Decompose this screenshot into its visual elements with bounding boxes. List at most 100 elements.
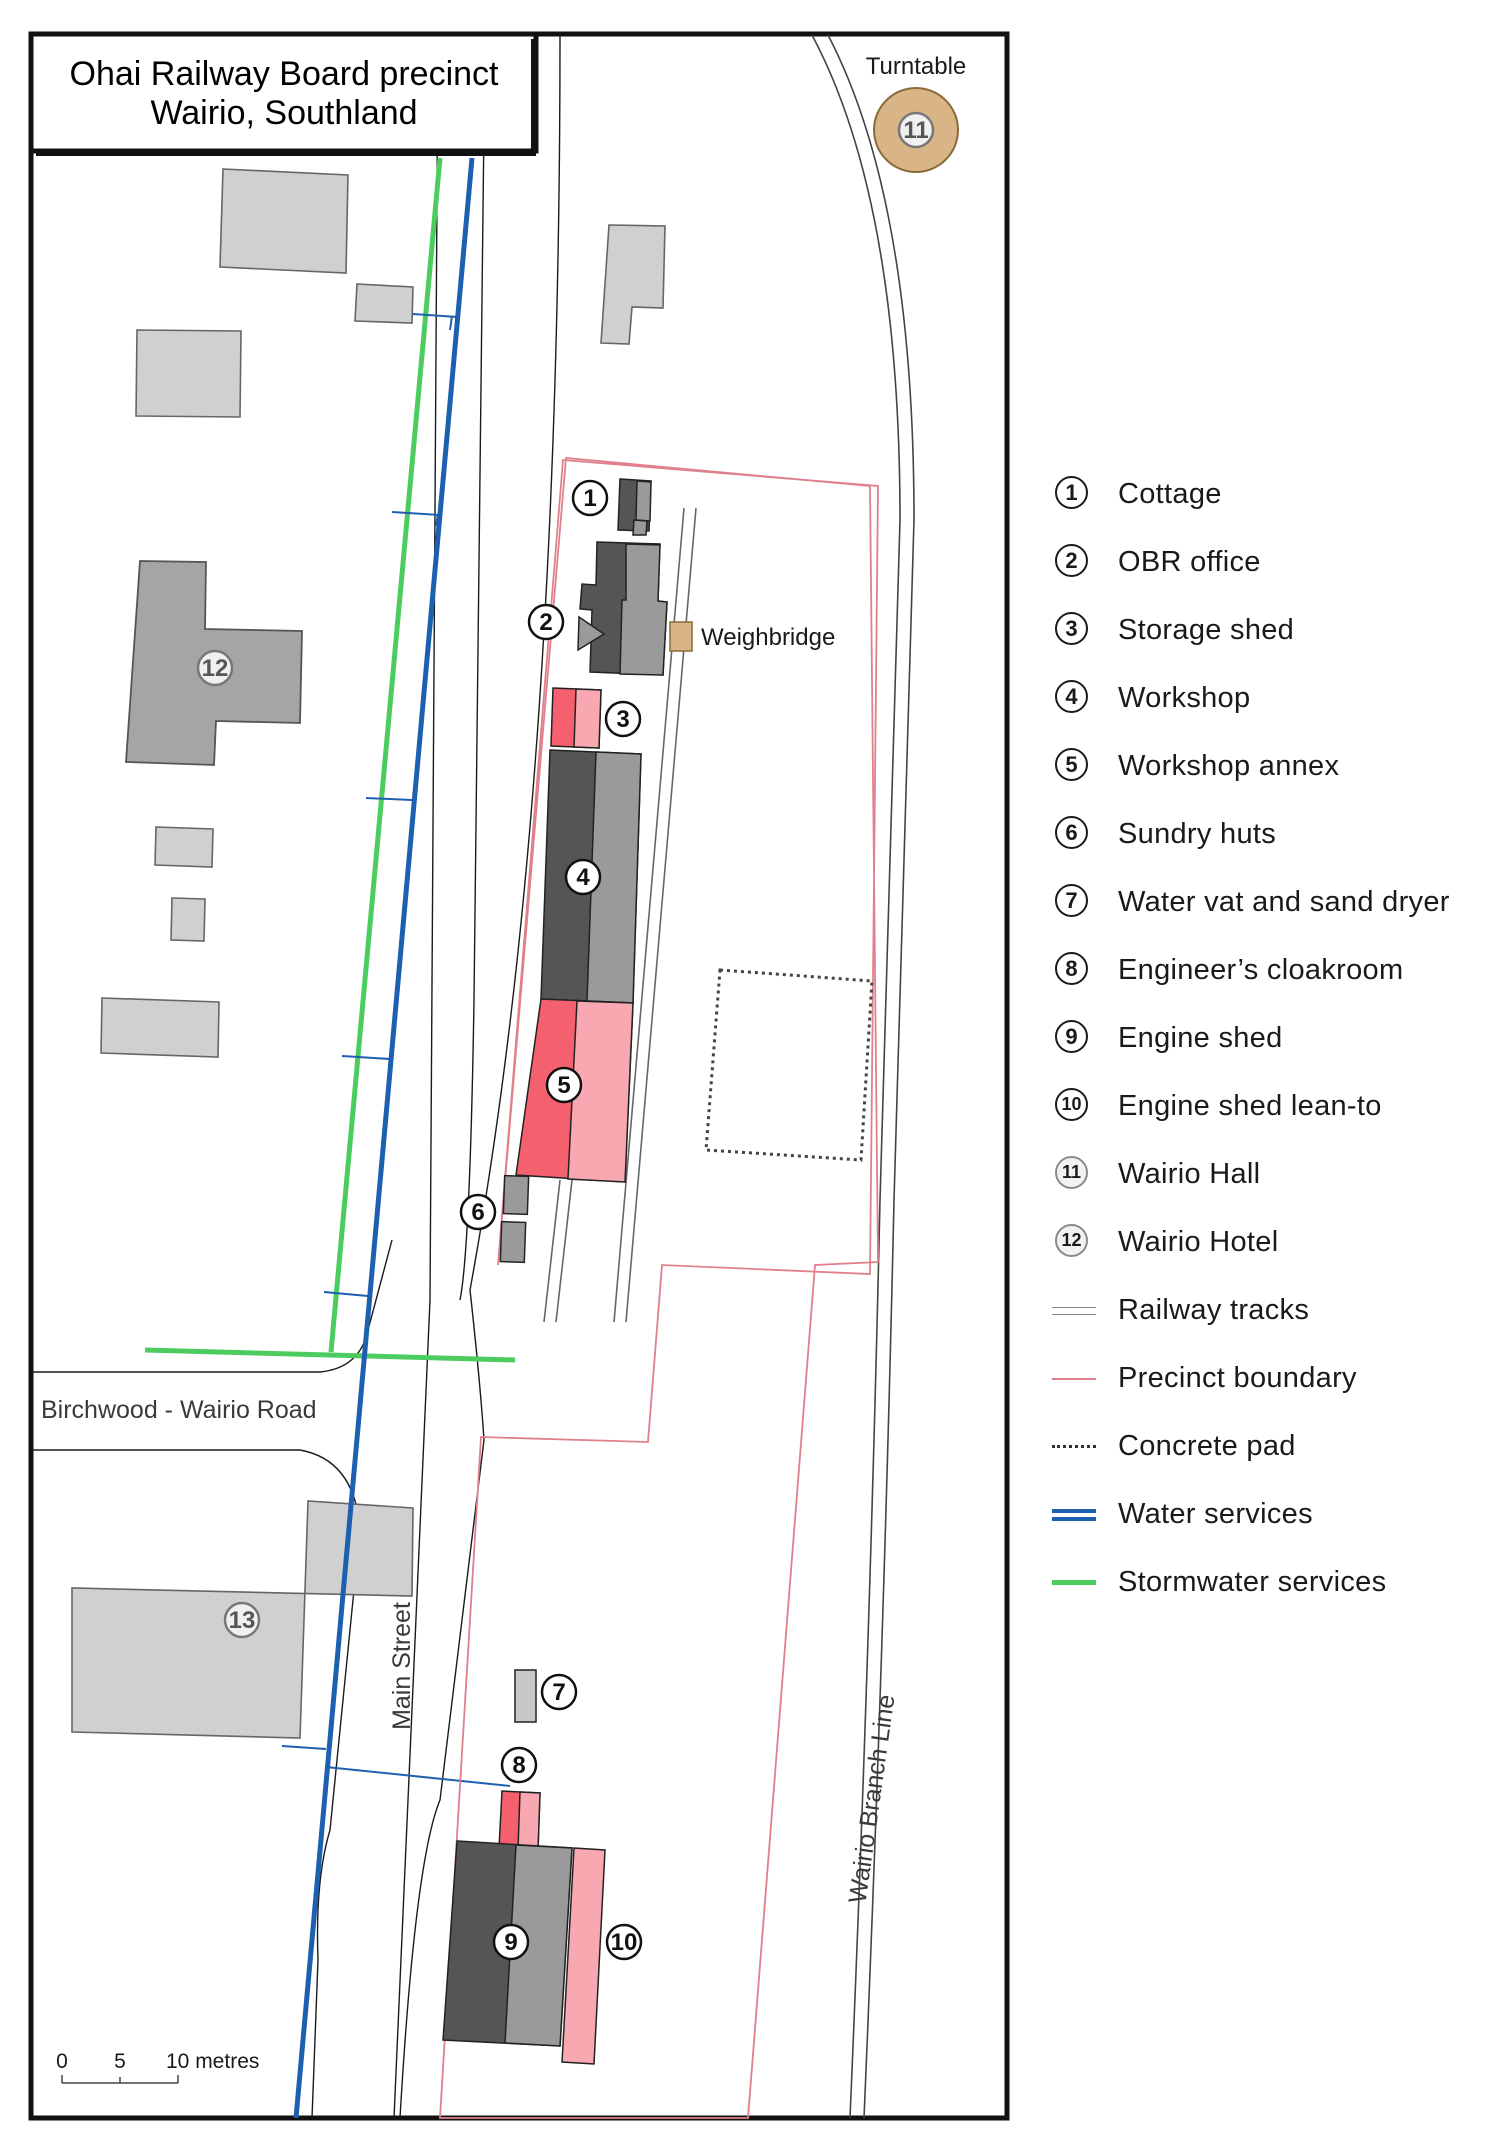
legend-label: Workshop annex — [1118, 749, 1340, 782]
marker-number: 5 — [557, 1072, 570, 1099]
marker-number: 8 — [512, 1752, 525, 1779]
neighbour-building — [170, 897, 206, 942]
wairio-branch-line — [811, 34, 915, 2119]
legend-label: Wairio Hall — [1118, 1157, 1261, 1190]
legend-item-9: 9 Engine shed — [1050, 1014, 1283, 1062]
legend-number-badge: 8 — [1055, 952, 1088, 985]
legend-key: 2 — [1050, 538, 1104, 586]
legend-key: 7 — [1050, 878, 1104, 926]
sundry-hut — [499, 1220, 527, 1264]
legend-item-concrete-pad: Concrete pad — [1050, 1422, 1296, 1470]
legend-label: Engine shed — [1118, 1021, 1283, 1054]
legend-number-badge: 11 — [1055, 1156, 1088, 1189]
legend-number-badge: 12 — [1055, 1224, 1088, 1257]
legend-label: Cottage — [1118, 477, 1222, 510]
legend-item-10: 10 Engine shed lean-to — [1050, 1082, 1382, 1130]
marker-number: 7 — [552, 1679, 565, 1706]
legend-label: Concrete pad — [1118, 1429, 1296, 1462]
engine-shed-lean-to — [561, 1847, 606, 2065]
main-street-label: Main Street — [388, 1602, 416, 1730]
scale-bar: 0 5 10 metres — [56, 2050, 259, 2084]
marker-2: 2 — [527, 603, 565, 641]
legend-item-railway-tracks: Railway tracks — [1050, 1286, 1309, 1334]
marker-10: 10 — [605, 1923, 643, 1961]
legend-number-badge: 5 — [1055, 748, 1088, 781]
legend-key: 10 — [1050, 1082, 1104, 1130]
marker-number: 11 — [903, 117, 928, 144]
scale-tick-5: 5 — [114, 2050, 126, 2073]
cottage-porch — [632, 519, 648, 536]
neighbour-building — [219, 168, 349, 274]
engine-shed-roof — [504, 1844, 573, 2047]
legend-label: OBR office — [1118, 545, 1261, 578]
legend-number-badge: 6 — [1055, 816, 1088, 849]
neighbour-building — [354, 283, 414, 324]
legend-item-6: 6 Sundry huts — [1050, 810, 1276, 858]
marker-3: 3 — [604, 700, 642, 738]
legend-item-stormwater-services: Stormwater services — [1050, 1558, 1386, 1606]
legend-label: Workshop — [1118, 681, 1251, 714]
legend-swatch-water-services — [1050, 1490, 1104, 1538]
marker-number: 9 — [504, 1929, 517, 1956]
marker-number: 12 — [202, 655, 229, 682]
main-street-east-edge-2 — [399, 34, 561, 2119]
legend-item-11: 11 Wairio Hall — [1050, 1150, 1260, 1198]
legend-number-badge: 2 — [1055, 544, 1088, 577]
marker-number: 10 — [611, 1929, 638, 1956]
legend-number-badge: 4 — [1055, 680, 1088, 713]
marker-8: 8 — [500, 1746, 538, 1784]
water-vat-sand-dryer — [514, 1669, 537, 1723]
legend-label: Sundry huts — [1118, 817, 1277, 850]
neighbour-building — [600, 224, 666, 345]
weighbridge-label: Weighbridge — [701, 624, 835, 651]
legend-label: Wairio Hotel — [1118, 1225, 1279, 1258]
legend-number-badge: 1 — [1055, 476, 1088, 509]
legend-swatch-precinct-boundary — [1050, 1354, 1104, 1402]
obr-office-roof — [619, 543, 668, 676]
weighbridge — [669, 621, 693, 652]
birchwood-road-south-edge — [31, 1449, 361, 2119]
marker-number: 2 — [539, 609, 552, 636]
neighbour-building — [154, 826, 214, 868]
legend-key: 11 — [1050, 1150, 1104, 1198]
water-connections — [281, 313, 511, 1787]
legend-key: 8 — [1050, 946, 1104, 994]
marker-11: 11 — [897, 111, 935, 149]
legend-label: Water services — [1118, 1497, 1313, 1530]
marker-9: 9 — [492, 1923, 530, 1961]
marker-13: 13 — [223, 1601, 261, 1639]
legend-label: Railway tracks — [1118, 1293, 1310, 1326]
legend-label: Stormwater services — [1118, 1565, 1387, 1598]
main-street-east-edge — [459, 34, 486, 1301]
legend-key: 4 — [1050, 674, 1104, 722]
main-street-centre — [393, 34, 439, 2119]
birchwood-road-label: Birchwood - Wairio Road — [41, 1396, 317, 1424]
neighbour-building — [135, 329, 242, 418]
marker-12: 12 — [196, 649, 234, 687]
legend-key: 6 — [1050, 810, 1104, 858]
legend-item-4: 4 Workshop — [1050, 674, 1250, 722]
marker-1: 1 — [571, 479, 609, 517]
legend-label: Water vat and sand dryer — [1118, 885, 1450, 918]
legend-label: Engine shed lean-to — [1118, 1089, 1382, 1122]
concrete-pad — [704, 968, 874, 1162]
marker-7: 7 — [540, 1673, 578, 1711]
legend-item-1: 1 Cottage — [1050, 470, 1222, 518]
storage-shed-light — [573, 688, 602, 749]
marker-number: 3 — [616, 706, 629, 733]
map-subtitle: Wairio, Southland — [150, 94, 417, 132]
legend-swatch-stormwater-services — [1050, 1558, 1104, 1606]
legend-number-badge: 10 — [1055, 1088, 1088, 1121]
title-box: Ohai Railway Board precinct Wairio, Sout… — [28, 31, 539, 156]
marker-number: 4 — [576, 864, 590, 891]
legend-key: 1 — [1050, 470, 1104, 518]
marker-4: 4 — [564, 858, 602, 896]
neighbour-building — [100, 997, 220, 1058]
legend-label: Engineer’s cloakroom — [1118, 953, 1404, 986]
legend-key: 3 — [1050, 606, 1104, 654]
legend-key: 9 — [1050, 1014, 1104, 1062]
legend-item-2: 2 OBR office — [1050, 538, 1261, 586]
legend-number-badge: 9 — [1055, 1020, 1088, 1053]
